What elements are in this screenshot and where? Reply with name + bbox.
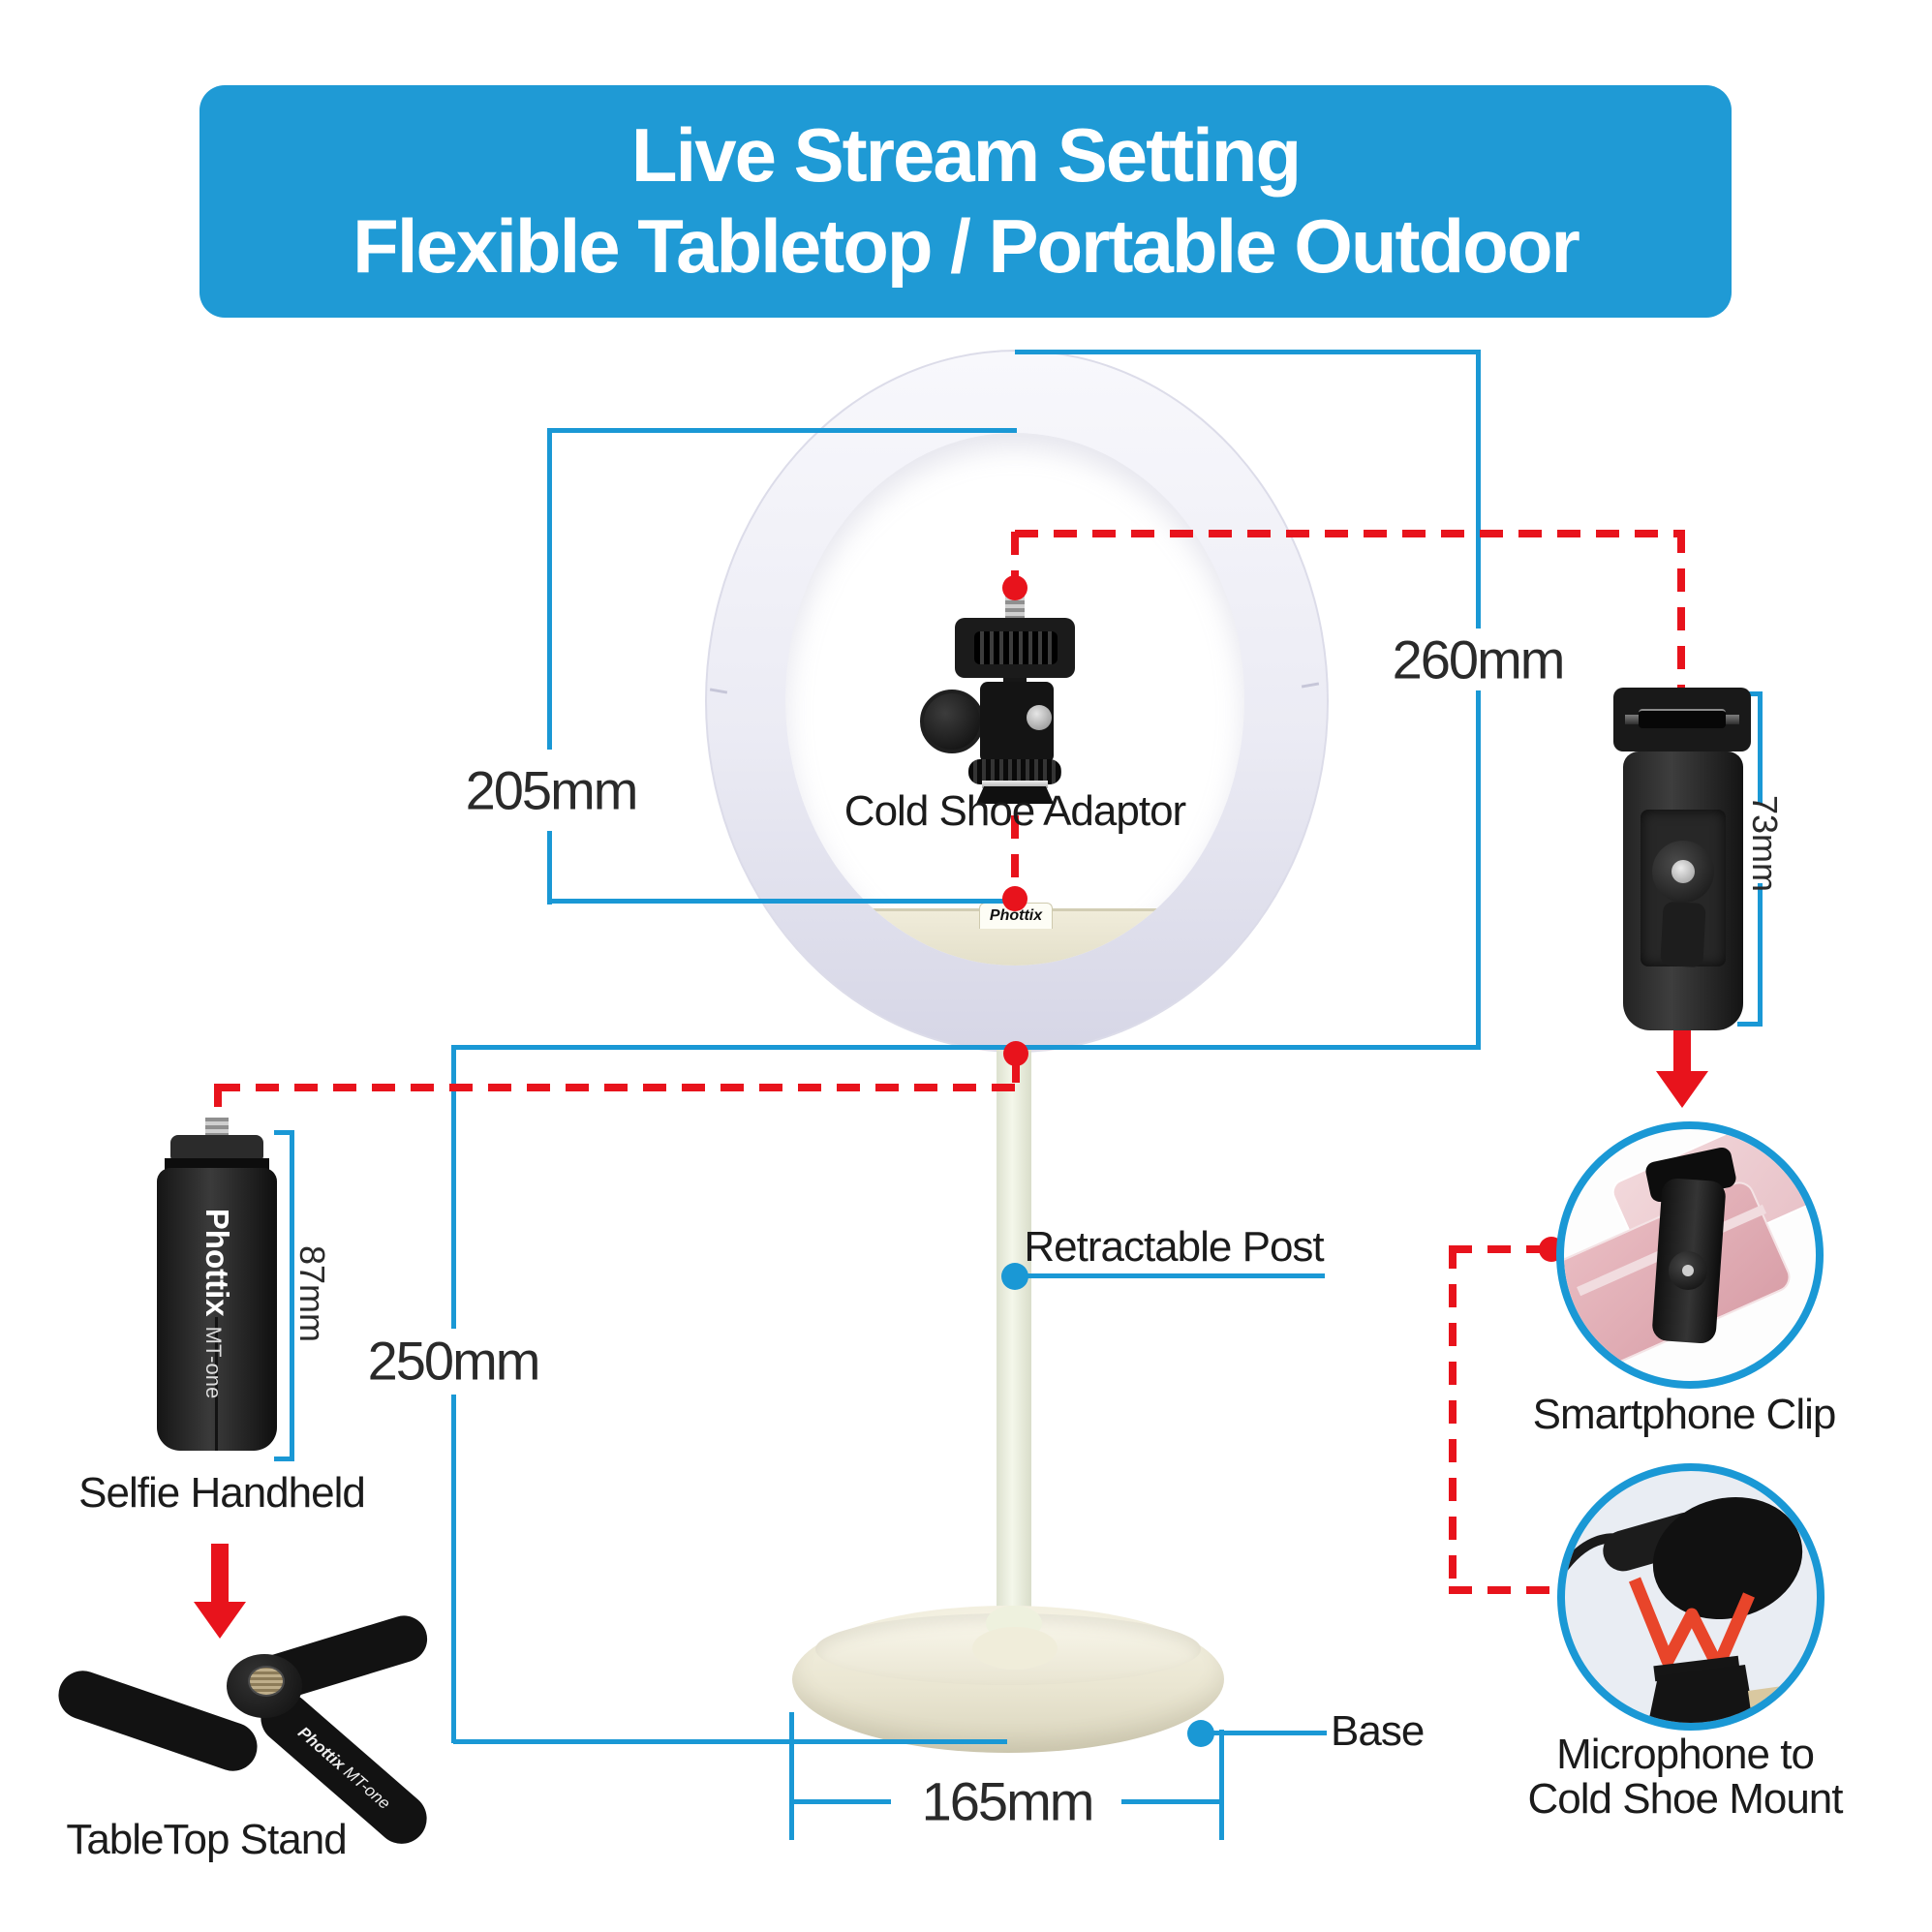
microphone-illustration bbox=[1565, 1496, 1817, 1723]
red-dash-top-horizontal bbox=[1015, 530, 1683, 537]
dim-165-right-tick bbox=[1219, 1730, 1224, 1840]
red-dot-adaptor-top bbox=[1002, 575, 1027, 600]
red-dash-adaptor-down bbox=[1011, 815, 1019, 891]
dim-87-bottom-tick bbox=[274, 1457, 291, 1461]
dim-base-bottom-line bbox=[453, 1739, 1007, 1744]
selfie-handle-ring bbox=[165, 1158, 269, 1170]
cold-shoe-foot bbox=[976, 786, 1054, 804]
dim-label-260mm: 260mm bbox=[1392, 629, 1566, 690]
red-dash-to-selfie bbox=[214, 1084, 222, 1126]
smartphone-clip-photo-circle bbox=[1556, 1121, 1824, 1389]
cold-shoe-side-knob bbox=[920, 690, 984, 753]
arrow-down-to-tripod bbox=[211, 1544, 229, 1604]
retractable-post-callout-line bbox=[1021, 1273, 1325, 1278]
selfie-handle-branding: PhottixMT-one bbox=[199, 1209, 235, 1398]
dim-250-vertical-upper bbox=[451, 1045, 456, 1329]
label-selfie-handheld: Selfie Handheld bbox=[78, 1469, 366, 1517]
cold-shoe-plate bbox=[982, 781, 1048, 788]
label-microphone-line1: Microphone to bbox=[1556, 1731, 1815, 1778]
ring-brand-label: Phottix bbox=[989, 907, 1043, 924]
mic-mount-base bbox=[1648, 1665, 1755, 1723]
label-smartphone-clip: Smartphone Clip bbox=[1532, 1391, 1837, 1438]
cold-shoe-arm-screw bbox=[1027, 705, 1052, 730]
base-hub bbox=[972, 1627, 1058, 1670]
arrow-down-to-tripod-head bbox=[194, 1602, 246, 1639]
clip-device-lever bbox=[1660, 901, 1706, 968]
label-microphone-line2: Cold Shoe Mount bbox=[1527, 1775, 1844, 1823]
mic-foam bbox=[1652, 1496, 1803, 1620]
selfie-handle-leg-seam bbox=[215, 1317, 218, 1451]
selfie-handle-screw bbox=[205, 1118, 229, 1137]
header-title-line1: Live Stream Setting bbox=[630, 112, 1302, 199]
header-title-line2: Flexible Tabletop / Portable Outdoor bbox=[353, 203, 1580, 289]
dim-205-vertical-lower bbox=[547, 831, 552, 905]
red-dash-clip-circle-left bbox=[1449, 1245, 1553, 1253]
blue-dot-retractable-post bbox=[1001, 1263, 1028, 1290]
red-dash-to-clip bbox=[1677, 530, 1685, 692]
red-dash-to-mic-circle bbox=[1449, 1586, 1559, 1594]
label-base: Base bbox=[1331, 1707, 1425, 1755]
label-cold-shoe-adaptor: Cold Shoe Adaptor bbox=[843, 787, 1186, 835]
dim-260-vertical-upper bbox=[1476, 350, 1481, 629]
dim-label-205mm: 205mm bbox=[465, 759, 639, 821]
clip-device-slot bbox=[1639, 709, 1726, 728]
blue-dot-base bbox=[1187, 1720, 1214, 1747]
dim-73-bottom-tick bbox=[1737, 1022, 1761, 1027]
mic-table-edge bbox=[1747, 1681, 1817, 1710]
selfie-brand-text: Phottix bbox=[199, 1208, 235, 1317]
cold-shoe-knurled-wheel bbox=[974, 631, 1058, 664]
dim-87-line bbox=[290, 1130, 294, 1461]
cold-shoe-knurled-disc bbox=[968, 759, 1061, 784]
dim-205-bottom-line bbox=[549, 899, 1006, 904]
tripod-hub-screw bbox=[248, 1666, 285, 1697]
tripod-branding: Phottix MT-one bbox=[294, 1723, 394, 1813]
mic-shock-mount bbox=[1628, 1577, 1755, 1673]
label-retractable-post: Retractable Post bbox=[1024, 1223, 1324, 1271]
red-dash-post-top bbox=[1012, 1059, 1020, 1090]
dim-73-line-lower bbox=[1758, 883, 1763, 1027]
dim-label-250mm: 250mm bbox=[367, 1330, 541, 1392]
dim-250-vertical-lower bbox=[451, 1395, 456, 1743]
retractable-post-photo bbox=[997, 1048, 1031, 1644]
dim-205-top-line bbox=[549, 428, 1017, 433]
microphone-photo-circle bbox=[1557, 1463, 1825, 1731]
red-dash-left-horizontal bbox=[217, 1084, 1015, 1091]
base-callout-line bbox=[1201, 1731, 1327, 1735]
selfie-handle-cap bbox=[170, 1135, 263, 1160]
dim-165-left-segment bbox=[792, 1799, 891, 1804]
red-dash-clip-to-mic bbox=[1449, 1245, 1457, 1594]
dim-165-left-tick bbox=[789, 1712, 794, 1840]
dim-165-right-segment bbox=[1121, 1799, 1222, 1804]
dim-label-73mm: 73mm bbox=[1745, 794, 1785, 893]
arrow-down-to-clip-circle bbox=[1673, 1030, 1691, 1073]
dim-260-vertical-lower bbox=[1476, 690, 1481, 1050]
dim-label-165mm: 165mm bbox=[921, 1770, 1095, 1832]
selfie-model-text: MT-one bbox=[201, 1326, 226, 1399]
cold-shoe-screw bbox=[1005, 595, 1025, 620]
arrow-down-to-clip-circle-head bbox=[1656, 1071, 1708, 1108]
dim-205-vertical-upper bbox=[547, 428, 552, 750]
dim-mount-level-line bbox=[453, 1045, 1478, 1050]
dim-label-87mm: 87mm bbox=[292, 1244, 332, 1343]
dim-73-line-upper bbox=[1758, 691, 1763, 804]
red-dash-adaptor-up bbox=[1011, 532, 1019, 582]
label-tabletop-stand: TableTop Stand bbox=[66, 1816, 347, 1863]
red-dot-shelf-mount bbox=[1002, 886, 1027, 911]
header-banner: Live Stream Setting Flexible Tabletop / … bbox=[199, 85, 1732, 318]
clip-device-knob-screw bbox=[1671, 860, 1695, 883]
dim-260-top-line bbox=[1015, 350, 1480, 354]
red-dot-post-top bbox=[1003, 1041, 1028, 1066]
dim-87-top-tick bbox=[274, 1130, 291, 1135]
phone-clip-knob-screw bbox=[1682, 1265, 1694, 1276]
